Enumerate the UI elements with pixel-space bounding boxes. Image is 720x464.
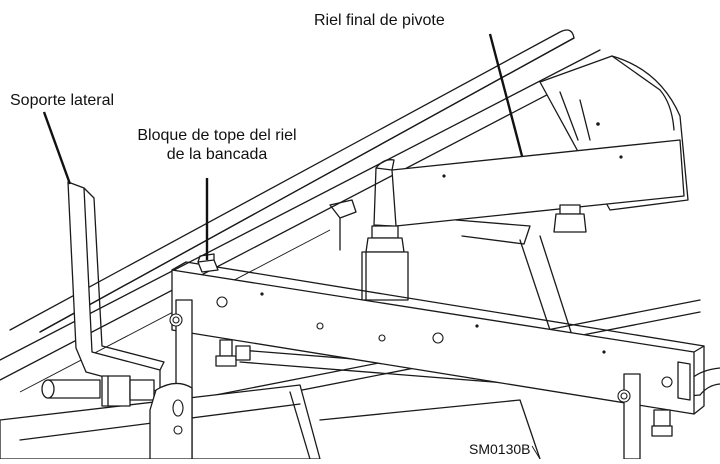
label-stop-block-line2: de la bancada <box>130 146 304 164</box>
pivot-end-rail-assembly <box>329 55 689 361</box>
label-side-support: Soporte lateral <box>8 92 117 110</box>
leader-pivot-end-rail <box>488 33 524 157</box>
label-stop-block-line1: Bloque de tope del riel <box>110 127 324 145</box>
bed-rail <box>171 261 705 415</box>
code-leader <box>531 445 541 460</box>
side-support <box>41 181 193 460</box>
label-pivot-end-rail: Riel final de pivote <box>312 12 447 30</box>
stop-block <box>197 253 219 273</box>
figure-code: SM0130B <box>468 441 532 457</box>
leader-lines <box>42 33 524 260</box>
leader-side-support <box>42 111 72 185</box>
